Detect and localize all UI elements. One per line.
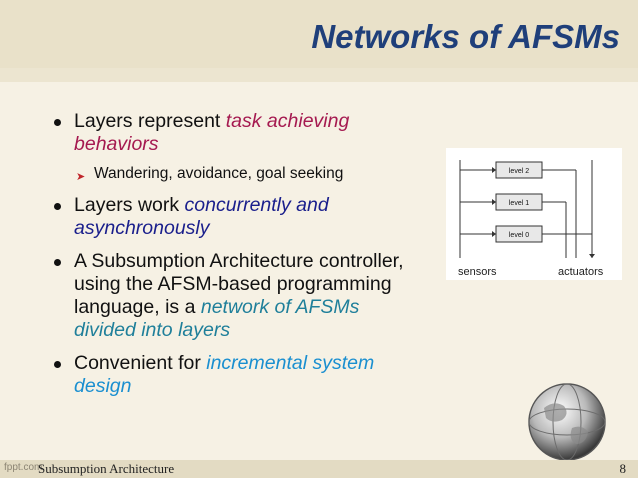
sensors-label: sensors bbox=[458, 266, 497, 278]
globe-icon bbox=[528, 383, 606, 470]
arrow-head-icon bbox=[492, 167, 496, 173]
level-0-label: level 0 bbox=[509, 232, 529, 239]
title-band bbox=[0, 0, 638, 68]
level-1-label: level 1 bbox=[509, 200, 529, 207]
bullet-text: Layers represent bbox=[74, 110, 226, 132]
bullet-item: Layers represent task achieving behavior… bbox=[52, 110, 422, 156]
bullet-dot-icon bbox=[54, 119, 61, 126]
bullet-emphasis: incremental system design bbox=[74, 352, 375, 397]
bullet-item: Layers work concurrently and asynchronou… bbox=[52, 194, 422, 240]
arrow-head-icon bbox=[492, 231, 496, 237]
bullet-text: Convenient for bbox=[74, 352, 207, 374]
bullet-emphasis: concurrently and asynchronously bbox=[74, 194, 329, 239]
level-2-label: level 2 bbox=[509, 168, 529, 175]
slide-title: Networks of AFSMs bbox=[311, 18, 620, 55]
title-band-shadow bbox=[0, 68, 638, 82]
arrow-bullet-icon: ➤ bbox=[76, 171, 86, 183]
bullet-item: Convenient for incremental system design bbox=[52, 352, 422, 398]
sub-bullet-item: ➤ Wandering, avoidance, goal seeking bbox=[52, 164, 422, 184]
sub-bullet-text: Wandering, avoidance, goal seeking bbox=[94, 165, 344, 182]
page-number: 8 bbox=[619, 461, 627, 476]
bullet-dot-icon bbox=[54, 203, 61, 210]
bullet-list: Layers represent task achieving behavior… bbox=[52, 110, 422, 408]
bullet-emphasis: network of AFSMs divided into layers bbox=[74, 296, 360, 341]
actuators-label: actuators bbox=[558, 266, 604, 278]
footer-brand: fppt.com bbox=[4, 462, 43, 473]
arrow-head-icon bbox=[589, 254, 595, 258]
footer-bar bbox=[0, 460, 638, 478]
subsumption-layers-diagram: level 2 level 1 level 0 sensors actuator… bbox=[446, 148, 622, 280]
bullet-dot-icon bbox=[54, 361, 61, 368]
arrow-head-icon bbox=[492, 199, 496, 205]
footer-title: Subsumption Architecture bbox=[38, 461, 175, 476]
bullet-emphasis: task achieving behaviors bbox=[74, 110, 350, 155]
bullet-text: Layers work bbox=[74, 194, 185, 216]
bullet-text: A Subsumption Architecture controller, u… bbox=[74, 250, 404, 318]
bullet-item: A Subsumption Architecture controller, u… bbox=[52, 250, 422, 342]
bullet-dot-icon bbox=[54, 259, 61, 266]
